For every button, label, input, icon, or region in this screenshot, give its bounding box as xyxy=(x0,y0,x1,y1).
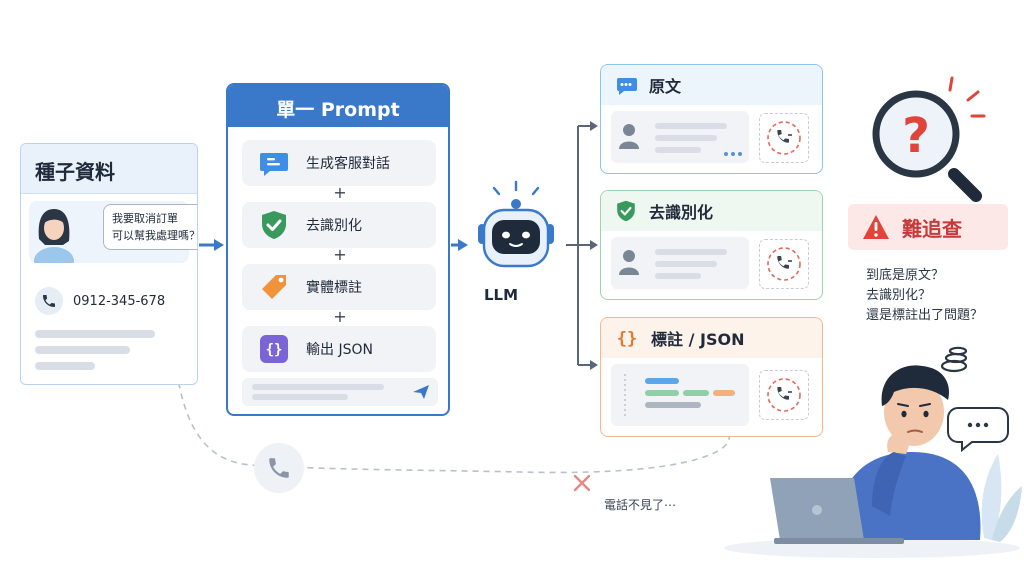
missing-phone-slot xyxy=(759,239,809,289)
phone-missing-icon xyxy=(767,378,801,412)
phone-lost-label: 電話不見了⋯ xyxy=(604,498,677,512)
step-entity-annotation: 實體標註 xyxy=(242,264,436,310)
svg-text:?: ? xyxy=(902,108,930,164)
customer-speech-bubble: 我要取消訂單 可以幫我處理嗎？ xyxy=(103,204,198,250)
plus-sign: + xyxy=(333,307,347,326)
swirl-icon xyxy=(940,346,968,373)
shield-check-icon xyxy=(617,200,635,222)
llm-label: LLM xyxy=(484,286,519,304)
x-mark-icon xyxy=(573,474,591,492)
hard-to-trace-badge: 難追查 xyxy=(848,204,1008,250)
question-line: 還是標註出了問題？ xyxy=(866,308,984,323)
bubble-line-1: 我要取消訂單 xyxy=(112,212,178,225)
seed-data-panel: 種子資料 我要取消訂單 可以幫我處理嗎？ 0912-345-678 xyxy=(20,143,198,385)
output-deidentified-panel: 去識別化 xyxy=(600,190,823,300)
placeholder-line xyxy=(655,147,701,153)
step-label: 去識別化 xyxy=(306,218,362,234)
missing-phone-slot xyxy=(759,370,809,420)
lost-phone-path xyxy=(171,327,731,474)
chat-icon xyxy=(617,78,637,95)
question-line: 去識別化？ xyxy=(866,288,932,303)
placeholder-line xyxy=(655,261,717,267)
json-code-card xyxy=(611,364,749,426)
bubble-line-2: 可以幫我處理嗎？ xyxy=(112,229,198,242)
phone-row: 0912-345-678 xyxy=(35,287,165,315)
branch-connector xyxy=(566,125,592,366)
person-icon xyxy=(619,124,639,149)
output-header: {} 標註 / JSON xyxy=(601,318,822,358)
placeholder-line xyxy=(35,330,155,338)
output-header: 原文 xyxy=(601,65,822,105)
placeholder-line xyxy=(655,135,717,141)
robot-llm-icon xyxy=(478,180,554,268)
arrowhead-prompt-to-llm xyxy=(458,239,468,251)
output-title: 原文 xyxy=(649,77,682,96)
phone-icon xyxy=(269,458,289,478)
tag-icon xyxy=(256,269,292,305)
placeholder-line xyxy=(252,384,384,390)
seed-data-title: 種子資料 xyxy=(21,144,197,194)
prompt-title: 單一 Prompt xyxy=(228,85,448,127)
json-braces-icon: {} xyxy=(256,331,292,367)
woman-avatar-icon xyxy=(34,209,74,275)
plus-sign: + xyxy=(333,245,347,264)
step-output-json: {} 輸出 JSON xyxy=(242,326,436,372)
placeholder-line xyxy=(252,394,348,400)
output-header: 去識別化 xyxy=(601,191,822,231)
phone-icon xyxy=(35,287,63,315)
phone-number: 0912-345-678 xyxy=(73,293,166,309)
svg-text:{}: {} xyxy=(617,329,637,349)
more-dots-icon xyxy=(724,152,742,156)
step-generate-dialog: 生成客服對話 xyxy=(242,140,436,186)
placeholder-line xyxy=(655,123,727,129)
output-original-panel: 原文 xyxy=(600,64,823,174)
placeholder-line xyxy=(35,362,95,370)
phone-missing-icon xyxy=(767,247,801,281)
braces-icon: {} xyxy=(617,329,637,349)
plus-sign: + xyxy=(333,183,347,202)
step-deidentify: 去識別化 xyxy=(242,202,436,248)
placeholder-line xyxy=(655,249,727,255)
hard-to-trace-label: 難追查 xyxy=(902,216,962,241)
output-card xyxy=(611,111,749,163)
single-prompt-panel: 單一 Prompt 生成客服對話 + 去識別化 + 實體標註 + {} xyxy=(226,83,450,416)
question-line: 到底是原文？ xyxy=(866,268,945,283)
output-title: 去識別化 xyxy=(649,203,714,222)
placeholder-line xyxy=(655,273,701,279)
arrowhead-seed-to-prompt xyxy=(214,239,224,251)
step-label: 實體標註 xyxy=(306,280,362,296)
person-icon xyxy=(619,250,639,275)
confused-person-illustration xyxy=(724,346,1022,558)
arrowhead-output-1 xyxy=(590,121,598,131)
step-label: 輸出 JSON xyxy=(306,342,373,358)
chat-icon xyxy=(256,145,292,181)
output-card xyxy=(611,237,749,289)
lost-phone-circle xyxy=(254,443,304,493)
step-label: 生成客服對話 xyxy=(306,156,390,172)
send-icon[interactable] xyxy=(412,384,430,400)
json-code-lines xyxy=(624,374,735,418)
phone-missing-icon xyxy=(767,121,801,155)
arrowhead-output-3 xyxy=(590,360,598,370)
output-title: 標註 / JSON xyxy=(651,330,745,349)
prompt-input-box[interactable] xyxy=(242,378,438,406)
shield-check-icon xyxy=(256,207,292,243)
svg-text:{}: {} xyxy=(266,342,283,358)
missing-phone-slot xyxy=(759,113,809,163)
output-annotation-json-panel: {} 標註 / JSON xyxy=(600,317,823,437)
arrowhead-output-2 xyxy=(590,240,598,250)
placeholder-line xyxy=(35,346,130,354)
warning-icon xyxy=(863,215,889,239)
magnifier-question-icon: ? xyxy=(872,76,986,202)
